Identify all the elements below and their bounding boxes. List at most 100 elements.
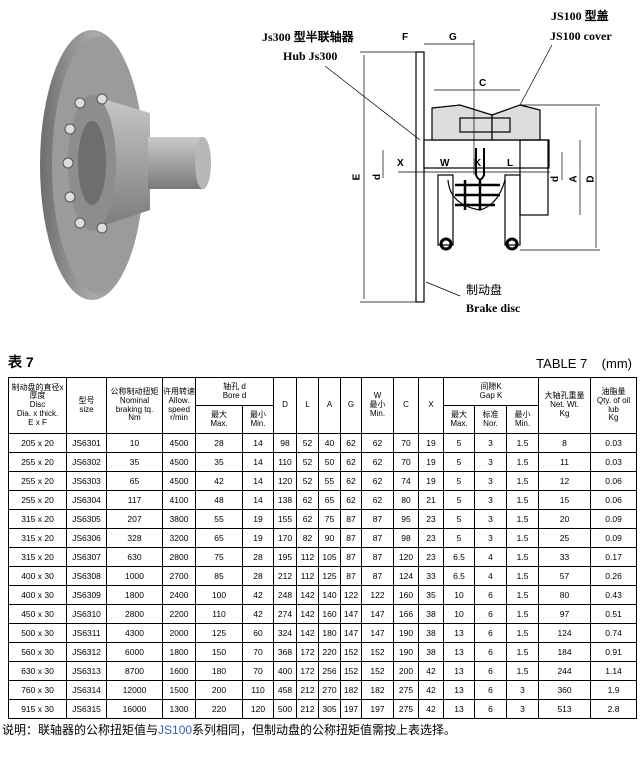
header-weight: 大轴孔重量 Net. Wt. Kg	[538, 377, 592, 434]
cell-A: 220	[318, 642, 342, 662]
cell-D: 170	[273, 528, 298, 548]
cell-gap-max: 5	[443, 452, 476, 472]
cell-speed: 2800	[162, 547, 196, 567]
header-oil: 油脂量 Qty. of oil lub Kg	[590, 377, 638, 434]
cell-speed: 4100	[162, 490, 196, 510]
cell-gap-nor: 6	[474, 661, 508, 681]
cell-D: 155	[273, 509, 298, 529]
cell-L: 62	[296, 490, 320, 510]
cell-gap-max: 13	[443, 661, 476, 681]
cell-W: 87	[361, 547, 395, 567]
cell-G: 152	[340, 661, 363, 681]
cell-speed: 3800	[162, 509, 196, 529]
cell-torque: 12000	[106, 680, 163, 700]
cell-gap-min: 1.5	[506, 661, 540, 681]
cell-torque: 207	[106, 509, 163, 529]
cell-size: JS6315	[66, 699, 107, 719]
cell-C: 124	[393, 566, 420, 586]
cell-bore-min: 14	[241, 452, 275, 472]
cell-size: JS6311	[66, 623, 107, 643]
cell-bore-min: 14	[241, 490, 275, 510]
cell-size: JS6304	[66, 490, 107, 510]
cell-gap-max: 5	[443, 490, 476, 510]
cell-G: 182	[340, 680, 363, 700]
cell-gap-nor: 3	[474, 528, 508, 548]
cell-bore-min: 42	[241, 585, 275, 605]
dim-W: W	[440, 158, 450, 169]
cell-size: JS6312	[66, 642, 107, 662]
cell-W: 182	[361, 680, 395, 700]
cell-bore-max: 48	[195, 490, 243, 510]
cell-disc: 630 x 30	[8, 661, 67, 681]
hub-label-cn: Js300 型半联轴器	[262, 30, 354, 44]
cell-L: 142	[296, 623, 320, 643]
header-size: 型号 size	[66, 377, 107, 434]
cell-speed: 2400	[162, 585, 196, 605]
cell-C: 70	[393, 433, 420, 453]
cell-gap-min: 1.5	[506, 604, 540, 624]
cell-L: 112	[296, 547, 320, 567]
header-speed: 许用转速 Allow. speed r/min	[162, 377, 196, 434]
cell-A: 256	[318, 661, 342, 681]
cell-C: 166	[393, 604, 420, 624]
cell-G: 87	[340, 509, 363, 529]
cell-gap-min: 3	[506, 699, 540, 719]
cell-weight: 33	[538, 547, 592, 567]
cell-G: 122	[340, 585, 363, 605]
cell-W: 87	[361, 566, 395, 586]
cell-gap-nor: 6	[474, 642, 508, 662]
cell-speed: 1500	[162, 680, 196, 700]
cell-C: 190	[393, 623, 420, 643]
cell-gap-nor: 4	[474, 566, 508, 586]
cell-gap-max: 10	[443, 585, 476, 605]
cell-torque: 35	[106, 452, 163, 472]
cell-X: 21	[418, 490, 445, 510]
cell-gap-max: 6.5	[443, 566, 476, 586]
cell-L: 142	[296, 585, 320, 605]
cell-L: 52	[296, 433, 320, 453]
cell-D: 138	[273, 490, 298, 510]
cell-oil: 0.91	[590, 642, 638, 662]
cell-G: 152	[340, 642, 363, 662]
cell-D: 274	[273, 604, 298, 624]
cell-size: JS6308	[66, 566, 107, 586]
cell-X: 23	[418, 509, 445, 529]
cell-oil: 0.74	[590, 623, 638, 643]
cell-bore-max: 65	[195, 528, 243, 548]
dim-A: A	[568, 175, 580, 183]
cell-bore-min: 14	[241, 433, 275, 453]
cell-weight: 57	[538, 566, 592, 586]
cell-speed: 1600	[162, 661, 196, 681]
cell-oil: 0.51	[590, 604, 638, 624]
cell-oil: 0.03	[590, 452, 638, 472]
cell-weight: 97	[538, 604, 592, 624]
cell-oil: 1.14	[590, 661, 638, 681]
cell-disc: 315 x 20	[8, 528, 67, 548]
cell-oil: 1.9	[590, 680, 638, 700]
cell-A: 140	[318, 585, 342, 605]
cell-torque: 65	[106, 471, 163, 491]
cell-W: 147	[361, 623, 395, 643]
hub-label-en: Hub Js300	[283, 49, 338, 63]
cell-size: JS6313	[66, 661, 107, 681]
cell-gap-max: 10	[443, 604, 476, 624]
dim-X: X	[397, 158, 404, 169]
cell-L: 142	[296, 604, 320, 624]
cell-A: 270	[318, 680, 342, 700]
cell-C: 190	[393, 642, 420, 662]
cell-C: 95	[393, 509, 420, 529]
cell-gap-min: 1.5	[506, 585, 540, 605]
cell-torque: 16000	[106, 699, 163, 719]
header-bore-min: 最小 Min.	[241, 405, 275, 434]
cell-G: 62	[340, 452, 363, 472]
cell-disc: 255 x 20	[8, 490, 67, 510]
cell-A: 75	[318, 509, 342, 529]
disc-label-cn: 制动盘	[466, 283, 503, 297]
cell-gap-min: 1.5	[506, 642, 540, 662]
cell-disc: 255 x 20	[8, 452, 67, 472]
cell-W: 62	[361, 452, 395, 472]
cell-oil: 0.06	[590, 490, 638, 510]
